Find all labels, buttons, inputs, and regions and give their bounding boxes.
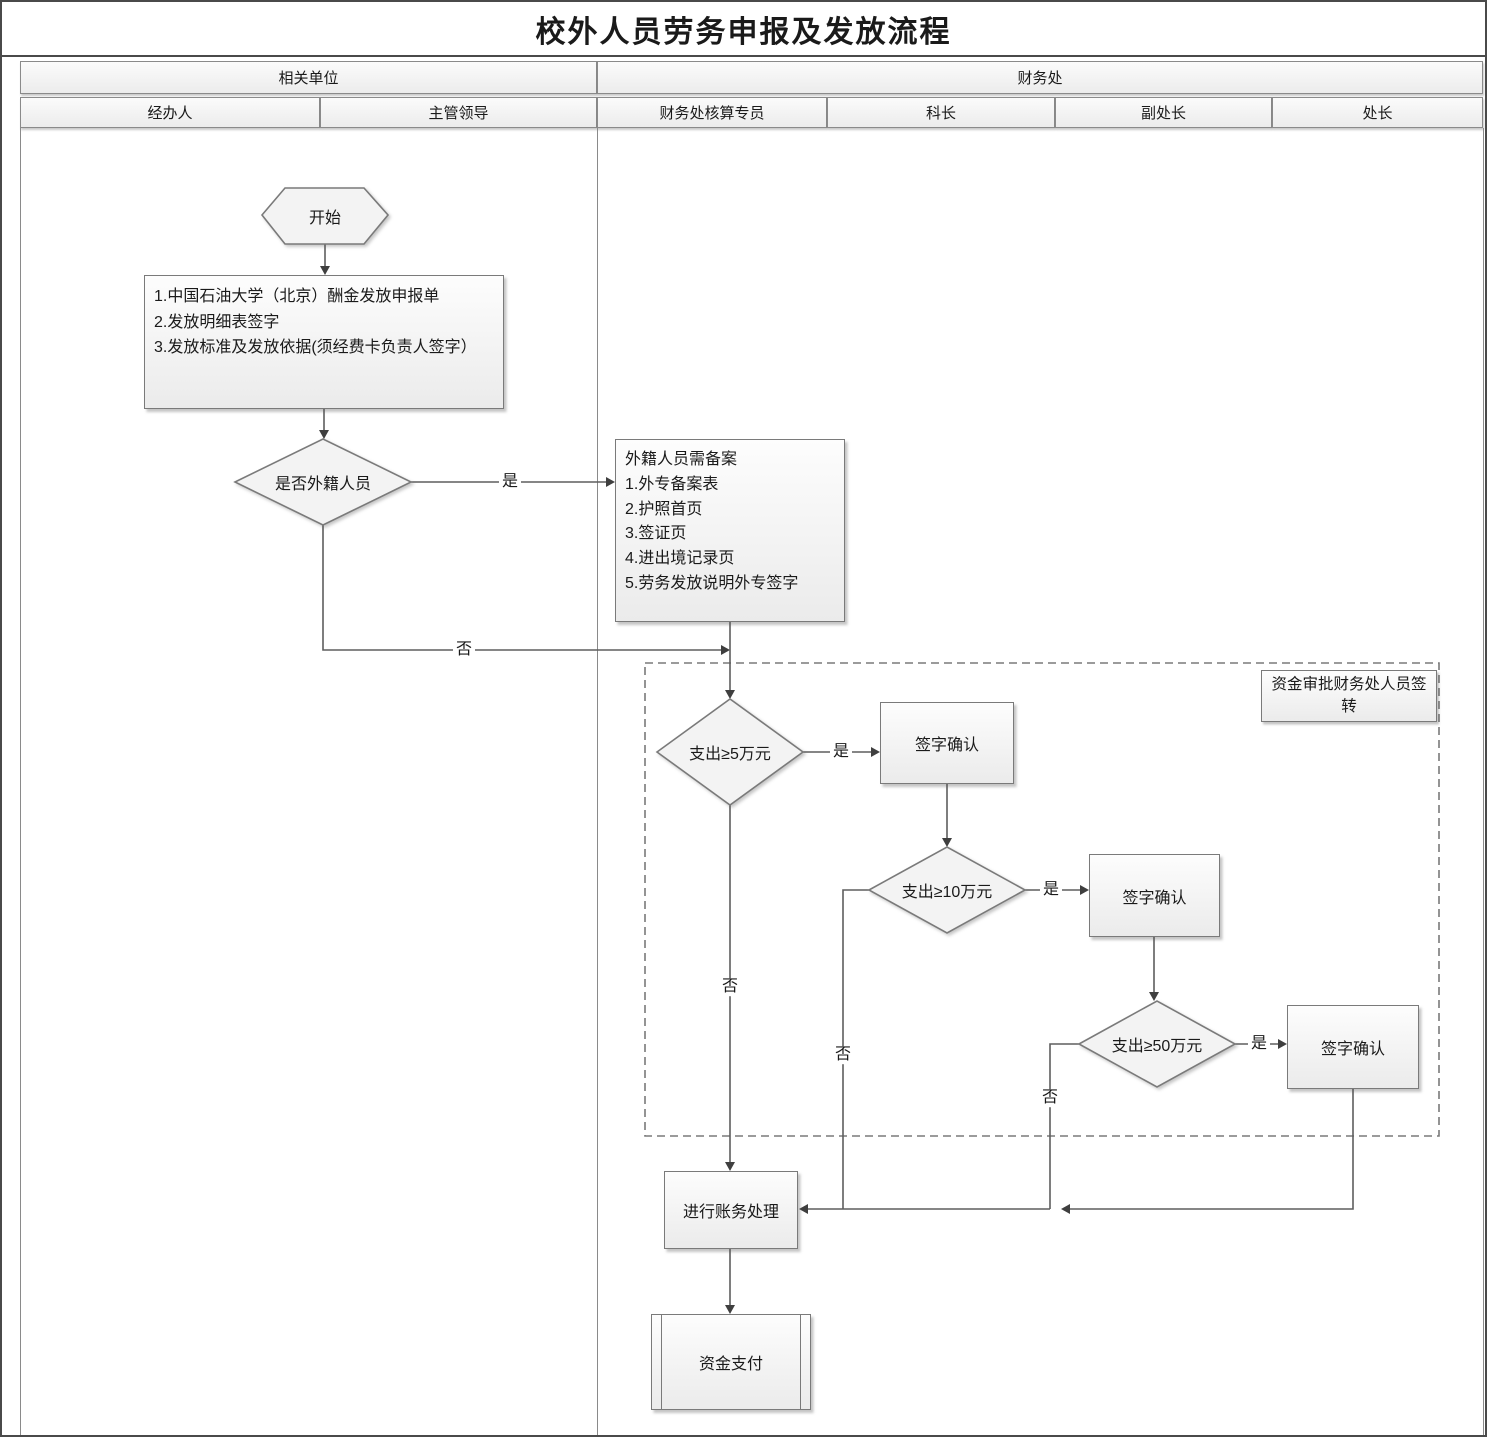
edge-label-yes-50w: 是 (1247, 1035, 1271, 1053)
role-header-director-label: 处长 (1362, 105, 1393, 122)
role-header-deputy-director: 副处长 (1055, 97, 1272, 128)
declare-box-text: 1.中国石油大学（北京）酬金发放申报单 2.发放明细表签字 3.发放标准及发放依… (154, 288, 477, 357)
arrowhead (1278, 1039, 1287, 1049)
role-header-section-chief-label: 科长 (925, 105, 956, 122)
expense-50w-label-wrap: 支出≥50万元 (1079, 1001, 1235, 1087)
foreign-check-label: 是否外籍人员 (274, 476, 371, 493)
lane-header-related-units: 相关单位 (20, 61, 597, 94)
lane-left-border (20, 128, 21, 1435)
foreign-check-label-wrap: 是否外籍人员 (235, 439, 411, 525)
arrowhead (799, 1204, 808, 1214)
edge-sign50w-merge (1070, 1089, 1354, 1210)
sign-confirm-3-box: 签字确认 (1287, 1005, 1419, 1089)
edge-check50w-no (1049, 1043, 1079, 1209)
declare-box: 1.中国石油大学（北京）酬金发放申报单 2.发放明细表签字 3.发放标准及发放依… (144, 275, 504, 409)
edge-label-no-5w: 否 (718, 978, 742, 996)
accounting-label: 进行账务处理 (682, 1204, 779, 1221)
lane-right-border (1483, 128, 1484, 1435)
accounting-box: 进行账务处理 (664, 1171, 798, 1249)
role-header-accounting-specialist-label: 财务处核算专员 (659, 105, 765, 122)
sign-confirm-2-box: 签字确认 (1089, 854, 1220, 937)
edge-label-yes-10w: 是 (1039, 881, 1063, 899)
arrowhead (320, 266, 330, 275)
role-header-handler-label: 经办人 (147, 105, 193, 122)
arrowhead (871, 747, 880, 757)
arrowhead (319, 430, 329, 439)
arrowhead (1149, 992, 1159, 1001)
arrowhead (606, 477, 615, 487)
role-header-supervisor-label: 主管领导 (428, 105, 489, 122)
role-header-handler: 经办人 (20, 97, 320, 128)
arrowhead (725, 690, 735, 699)
lane-header-related-units-label: 相关单位 (278, 70, 339, 87)
expense-10w-label: 支出≥10万元 (901, 884, 993, 901)
expense-50w-label: 支出≥50万元 (1111, 1038, 1203, 1055)
edge-label-no-10w: 否 (831, 1046, 855, 1064)
role-header-supervisor: 主管领导 (320, 97, 597, 128)
arrowhead (721, 645, 730, 655)
foreign-docs-box: 外籍人员需备案 1.外专备案表 2.护照首页 3.签证页 4.进出境记录页 5.… (615, 439, 845, 622)
lane-header-finance-dept: 财务处 (597, 61, 1483, 94)
foreign-docs-text: 外籍人员需备案 1.外专备案表 2.护照首页 3.签证页 4.进出境记录页 5.… (625, 451, 799, 592)
role-header-accounting-specialist: 财务处核算专员 (597, 97, 827, 128)
title-band: 校外人员劳务申报及发放流程 (2, 2, 1485, 57)
sign-confirm-1-label: 签字确认 (914, 737, 979, 754)
role-header-director: 处长 (1272, 97, 1483, 128)
expense-5w-label-wrap: 支出≥5万元 (657, 699, 803, 805)
role-header-section-chief: 科长 (827, 97, 1055, 128)
payment-label: 资金支付 (698, 1356, 763, 1373)
payment-box: 资金支付 (651, 1314, 811, 1410)
start-label-wrap: 开始 (262, 188, 388, 244)
sign-confirm-3-label: 签字确认 (1320, 1041, 1385, 1058)
arrowhead (1061, 1204, 1070, 1214)
arrowhead (725, 1162, 735, 1171)
edge-label-no-foreign: 否 (452, 641, 476, 659)
edge-label-yes-foreign: 是 (498, 473, 522, 491)
approval-zone-label-box: 资金审批财务处人员签转 (1261, 670, 1437, 722)
lane-header-finance-dept-label: 财务处 (1017, 70, 1063, 87)
start-label: 开始 (308, 210, 341, 227)
edge-label-no-50w: 否 (1038, 1089, 1062, 1107)
sign-confirm-2-label: 签字确认 (1122, 889, 1187, 907)
expense-5w-label: 支出≥5万元 (689, 746, 771, 763)
expense-10w-label-wrap: 支出≥10万元 (869, 847, 1025, 933)
lane-divider-units-finance (597, 128, 598, 1435)
arrowhead (1080, 885, 1089, 895)
arrowhead (725, 1305, 735, 1314)
approval-zone-label: 资金审批财务处人员签转 (1271, 675, 1427, 715)
page-title: 校外人员劳务申报及发放流程 (535, 15, 952, 49)
arrowhead (942, 838, 952, 847)
sign-confirm-1-box: 签字确认 (880, 702, 1014, 784)
role-header-deputy-director-label: 副处长 (1140, 105, 1186, 122)
edge-label-yes-5w: 是 (829, 743, 853, 761)
